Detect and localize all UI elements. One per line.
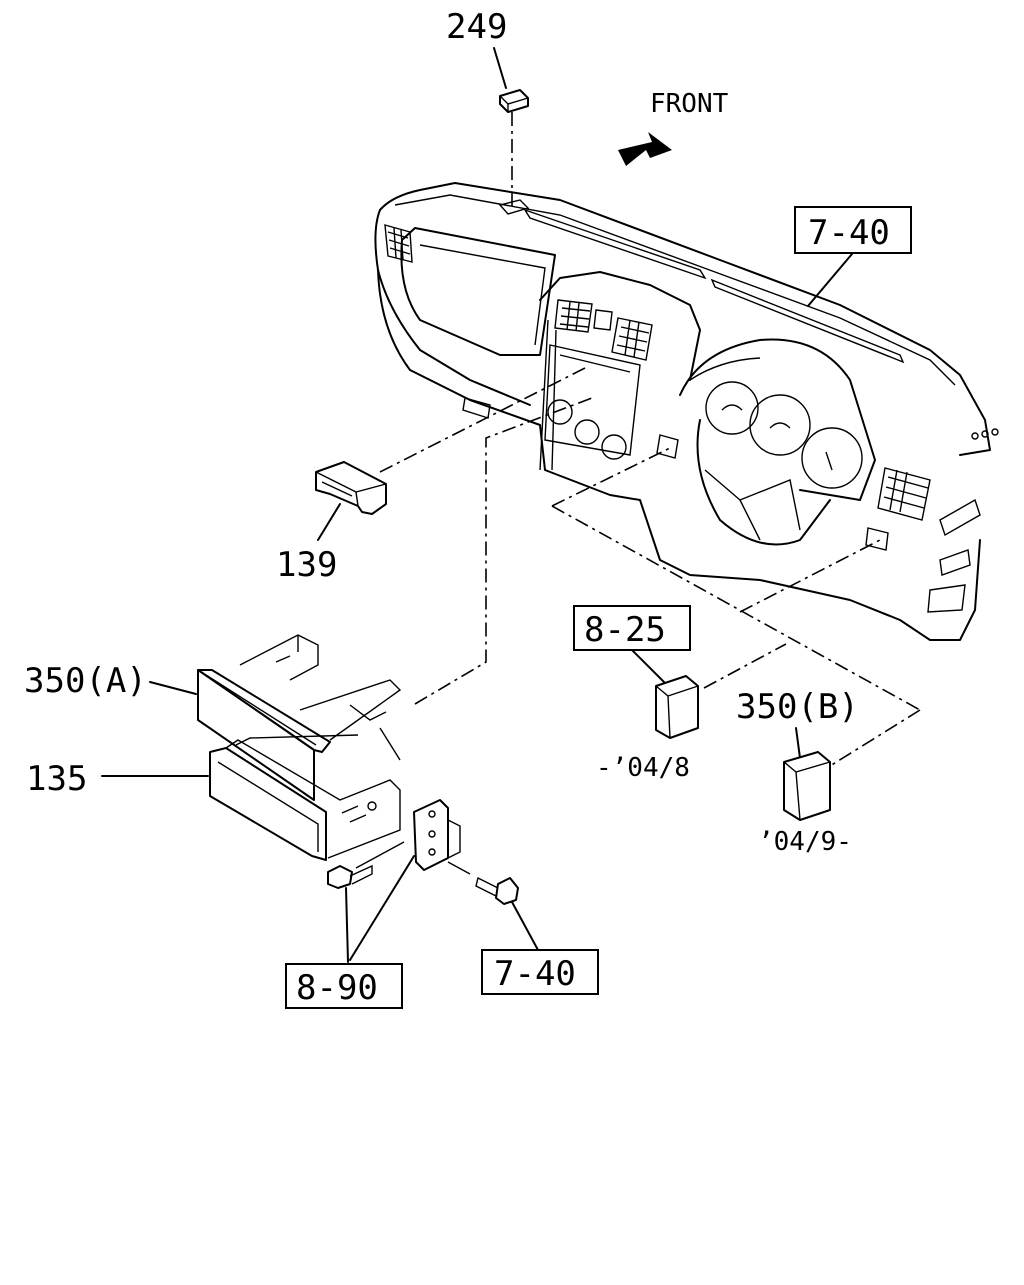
ref-740-top: 7-40 bbox=[808, 213, 890, 253]
leader-350a-dash bbox=[414, 397, 593, 705]
callout-139: 139 bbox=[276, 545, 337, 585]
front-label: FRONT bbox=[650, 89, 729, 119]
leader-switch-c bbox=[739, 539, 881, 613]
leader-350b bbox=[795, 727, 801, 759]
part-249-clip bbox=[499, 89, 529, 113]
leader-890-b bbox=[349, 855, 415, 961]
instrument-panel bbox=[374, 182, 999, 641]
screw-7-40 bbox=[475, 876, 519, 905]
callout-350b: 350(B) bbox=[736, 687, 859, 727]
ref-box-890 bbox=[285, 963, 403, 1009]
callout-249: 249 bbox=[446, 7, 507, 47]
leader-740-top bbox=[807, 253, 853, 307]
leader-switch-a bbox=[551, 447, 671, 507]
leader-screw-a bbox=[355, 841, 405, 869]
ref-box-740-bottom bbox=[481, 949, 599, 995]
leader-139-dash bbox=[379, 367, 586, 473]
mounting-bracket bbox=[413, 799, 461, 871]
ref-890: 8-90 bbox=[296, 968, 378, 1008]
part-825-switch bbox=[655, 675, 699, 739]
ref-825: 8-25 bbox=[584, 610, 666, 650]
ref-740-bottom: 7-40 bbox=[494, 954, 576, 994]
leader-249 bbox=[493, 47, 507, 89]
part-139-pocket bbox=[315, 461, 387, 515]
ref-box-825 bbox=[573, 605, 691, 651]
screw-8-90 bbox=[327, 864, 373, 889]
note-from-0409: ’04/9- bbox=[758, 827, 852, 857]
leader-350b-dash bbox=[829, 709, 921, 767]
leader-switch-b bbox=[551, 505, 921, 711]
leader-screw-b bbox=[447, 861, 471, 875]
leader-139 bbox=[317, 503, 341, 541]
leader-825-dash bbox=[703, 643, 787, 689]
callout-350a: 350(A) bbox=[24, 661, 147, 701]
part-350b-switch bbox=[783, 751, 831, 821]
leader-825 bbox=[631, 649, 667, 685]
ref-box-740-top bbox=[794, 206, 912, 254]
leader-350a bbox=[149, 681, 197, 695]
note-until-0408: -’04/8 bbox=[596, 753, 690, 783]
part-135-pocket bbox=[209, 727, 401, 861]
front-arrow-icon bbox=[618, 132, 672, 166]
leader-740-bottom bbox=[511, 901, 539, 951]
callout-135: 135 bbox=[26, 759, 87, 799]
leader-890-a bbox=[345, 887, 349, 963]
